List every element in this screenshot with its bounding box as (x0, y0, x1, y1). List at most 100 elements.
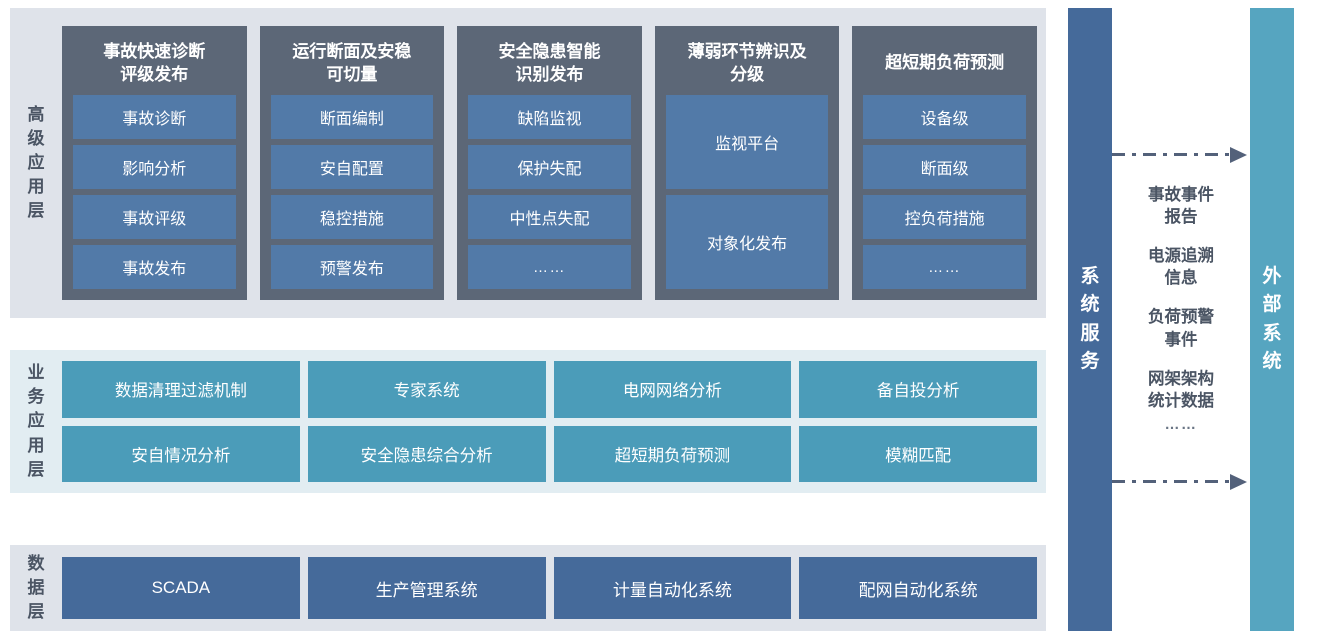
column-items: 设备级 断面级 控负荷措施 …… (863, 91, 1026, 289)
advanced-item[interactable]: 断面编制 (270, 95, 434, 139)
flow-label-power-trace: 电源追溯 信息 (1112, 245, 1250, 289)
external-system-char: 外 (1262, 265, 1282, 287)
layer-label-char: 层 (27, 602, 45, 622)
advanced-item[interactable]: 稳控措施 (270, 195, 434, 239)
layer-label-char: 务 (27, 387, 45, 407)
column-items: 断面编制 安自配置 稳控措施 预警发布 (270, 91, 434, 289)
system-service-bar[interactable]: 系 统 服 务 (1068, 8, 1112, 631)
column-title-line2: 评级发布 (120, 65, 189, 84)
advanced-item[interactable]: 设备级 (863, 95, 1026, 139)
flow-label-line: 负荷预警 (1148, 308, 1214, 327)
advanced-column-safety-hazard[interactable]: 安全隐患智能 识别发布 缺陷监视 保护失配 中性点失配 …… (457, 26, 642, 300)
column-title-line1: 事故快速诊断 (103, 41, 206, 61)
layer-label-char: 层 (27, 459, 45, 479)
external-system-char: 系 (1262, 322, 1282, 344)
flow-label-ellipsis: …… (1164, 415, 1198, 433)
advanced-item[interactable]: 对象化发布 (665, 195, 829, 289)
business-application-layer: 业 务 应 用 层 数据清理过滤机制 专家系统 电网网络分析 备自投分析 安自情… (10, 350, 1046, 493)
flow-label-accident-report: 事故事件 报告 (1112, 184, 1250, 228)
flow-label-line: 报告 (1164, 208, 1198, 227)
layer-label-char: 应 (27, 411, 45, 431)
layer-label-char: 用 (27, 177, 45, 197)
layer-label-char: 级 (27, 128, 45, 148)
advanced-application-layer: 高 级 应 用 层 事故快速诊断 评级发布 事故诊断 影响分析 (10, 8, 1046, 318)
dash-dot-line-icon (1112, 480, 1233, 483)
data-source-item[interactable]: SCADA (62, 557, 300, 619)
business-layer-label: 业 务 应 用 层 (10, 350, 62, 493)
advanced-item-ellipsis[interactable]: …… (468, 245, 631, 289)
column-title-line2: 分级 (730, 65, 765, 84)
column-title-line1: 运行断面及安稳 (292, 41, 412, 61)
flow-label-line: 信息 (1164, 269, 1198, 288)
layer-label-char: 用 (27, 435, 45, 455)
data-source-item[interactable]: 计量自动化系统 (553, 557, 792, 619)
business-row: 安自情况分析 安全隐患综合分析 超短期负荷预测 模糊匹配 (62, 425, 1037, 482)
business-item[interactable]: 安自情况分析 (62, 425, 300, 482)
system-service-char: 务 (1080, 351, 1100, 372)
system-service-char: 服 (1080, 322, 1100, 344)
layer-label-char: 业 (27, 363, 45, 383)
column-items: 监视平台 对象化发布 (665, 91, 829, 289)
external-system-bar[interactable]: 外 部 系 统 (1250, 8, 1294, 631)
column-title-line1: 安全隐患智能 (498, 41, 601, 61)
column-title-line2: 识别发布 (515, 65, 584, 84)
flow-label-line: 统计数据 (1148, 391, 1214, 410)
layer-label-char: 数 (27, 553, 45, 573)
business-item[interactable]: 安全隐患综合分析 (307, 425, 546, 482)
layer-label-char: 应 (27, 152, 45, 172)
flow-arrow-bottom (1112, 474, 1250, 490)
column-title: 运行断面及安稳 可切量 (271, 35, 434, 91)
system-service-char: 统 (1080, 294, 1100, 315)
business-item[interactable]: 电网网络分析 (553, 361, 792, 418)
advanced-column-operation-section[interactable]: 运行断面及安稳 可切量 断面编制 安自配置 稳控措施 预警发布 (259, 26, 445, 300)
advanced-item[interactable]: 预警发布 (270, 245, 434, 289)
advanced-column-weak-link[interactable]: 薄弱环节辨识及 分级 监视平台 对象化发布 (654, 26, 840, 300)
layer-stack: 高 级 应 用 层 事故快速诊断 评级发布 事故诊断 影响分析 (10, 0, 1046, 638)
advanced-item[interactable]: 事故评级 (73, 195, 236, 239)
column-items: 事故诊断 影响分析 事故评级 事故发布 (73, 91, 236, 289)
advanced-item[interactable]: 缺陷监视 (468, 95, 631, 139)
advanced-item[interactable]: 监视平台 (665, 95, 829, 189)
flow-arrow-top (1112, 147, 1250, 163)
advanced-item[interactable]: 保护失配 (468, 145, 631, 189)
column-items: 缺陷监视 保护失配 中性点失配 …… (468, 91, 631, 289)
advanced-column-accident-diagnosis[interactable]: 事故快速诊断 评级发布 事故诊断 影响分析 事故评级 事故发布 (62, 26, 247, 300)
data-source-item[interactable]: 配网自动化系统 (799, 557, 1037, 619)
data-layer-label: 数 据 层 (10, 545, 62, 631)
business-item[interactable]: 备自投分析 (799, 361, 1037, 418)
flow-label-line: 事件 (1164, 330, 1198, 349)
external-system-char: 部 (1262, 294, 1282, 315)
dash-dot-line-icon (1112, 153, 1233, 156)
arrow-right-icon (1230, 147, 1247, 163)
advanced-item[interactable]: 中性点失配 (468, 195, 631, 239)
business-row: 数据清理过滤机制 专家系统 电网网络分析 备自投分析 (62, 361, 1037, 418)
advanced-item-ellipsis[interactable]: …… (863, 245, 1026, 289)
advanced-item[interactable]: 事故发布 (73, 245, 236, 289)
advanced-item[interactable]: 控负荷措施 (863, 195, 1026, 239)
layer-label-char: 高 (27, 104, 45, 124)
flow-label-list: 事故事件 报告 电源追溯 信息 负荷预警 事件 网架架构 统计数据 …… (1112, 184, 1250, 433)
business-item[interactable]: 模糊匹配 (799, 425, 1037, 482)
business-item[interactable]: 超短期负荷预测 (553, 425, 792, 482)
advanced-item[interactable]: 事故诊断 (73, 95, 236, 139)
business-item[interactable]: 数据清理过滤机制 (62, 361, 300, 418)
arrow-right-icon (1230, 474, 1247, 490)
advanced-item[interactable]: 安自配置 (270, 145, 434, 189)
advanced-column-load-forecast[interactable]: 超短期负荷预测 设备级 断面级 控负荷措施 …… (852, 26, 1037, 300)
business-item[interactable]: 专家系统 (307, 361, 546, 418)
column-title: 超短期负荷预测 (863, 35, 1026, 91)
flow-label-line: 事故事件 (1148, 186, 1214, 204)
advanced-item[interactable]: 断面级 (863, 145, 1026, 189)
column-title-line1: 薄弱环节辨识及 (687, 41, 807, 61)
column-title: 事故快速诊断 评级发布 (73, 35, 236, 91)
column-title: 安全隐患智能 识别发布 (468, 35, 631, 91)
business-layer-body: 数据清理过滤机制 专家系统 电网网络分析 备自投分析 安自情况分析 安全隐患综合… (62, 350, 1046, 493)
data-layer: 数 据 层 SCADA 生产管理系统 计量自动化系统 配网自动化系统 (10, 545, 1046, 631)
advanced-layer-body: 事故快速诊断 评级发布 事故诊断 影响分析 事故评级 事故发布 运行断 (62, 8, 1046, 318)
data-source-item[interactable]: 生产管理系统 (307, 557, 546, 619)
system-service-char: 系 (1080, 265, 1100, 287)
flow-label-line: 网架架构 (1148, 369, 1214, 388)
advanced-item[interactable]: 影响分析 (73, 145, 236, 189)
column-title-line1: 超短期负荷预测 (885, 53, 1005, 73)
